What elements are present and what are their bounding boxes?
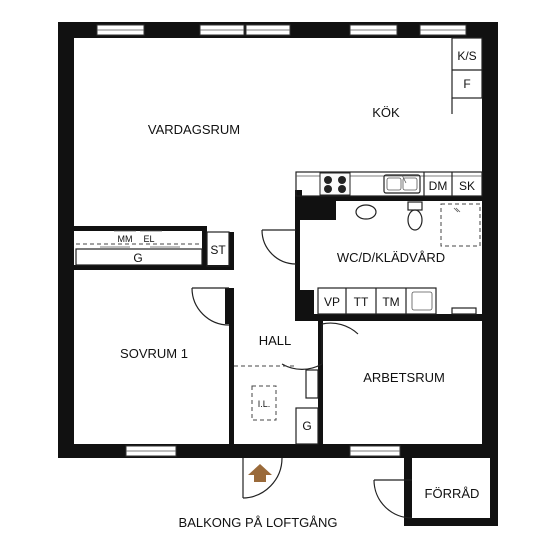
water-heater-label: VP	[324, 295, 340, 309]
outer-walls	[58, 22, 498, 526]
room-label-vardagsrum: VARDAGSRUM	[148, 122, 240, 137]
washer-label: TM	[382, 295, 399, 309]
room-label-sovrum: SOVRUM 1	[120, 346, 188, 361]
media-label: MM	[118, 234, 133, 244]
wardrobe: MM EL G ST	[75, 230, 230, 267]
entry-arrow-icon	[248, 464, 272, 482]
kitchen: K/S F DM SK	[295, 37, 483, 197]
dishwasher-label: DM	[429, 179, 448, 193]
fridge-freezer-label: K/S	[457, 49, 476, 63]
wc-fixtures: VP TT TM	[317, 201, 481, 315]
storage-st-label: ST	[210, 243, 226, 257]
cabinet-sk-label: SK	[459, 179, 475, 193]
interior-walls	[74, 190, 482, 444]
electric-label: EL	[143, 234, 154, 244]
balcony-label: BALKONG PÅ LOFTGÅNG	[179, 515, 338, 530]
room-label-hall: HALL	[259, 333, 292, 348]
room-label-kok: KÖK	[372, 105, 400, 120]
hall-wardrobe-g-label: G	[302, 419, 311, 433]
dryer-label: TT	[354, 295, 369, 309]
windows	[96, 24, 467, 457]
wardrobe-g-label: G	[133, 251, 142, 265]
hall-fixtures: I.L. G	[234, 365, 319, 445]
room-label-arbetsrum: ARBETSRUM	[363, 370, 445, 385]
room-label-wc: WC/D/KLÄDVÅRD	[337, 250, 445, 265]
inspection-hatch-label: I.L.	[258, 399, 271, 409]
freezer-label: F	[463, 77, 470, 91]
room-label-forrad: FÖRRÅD	[425, 486, 480, 501]
